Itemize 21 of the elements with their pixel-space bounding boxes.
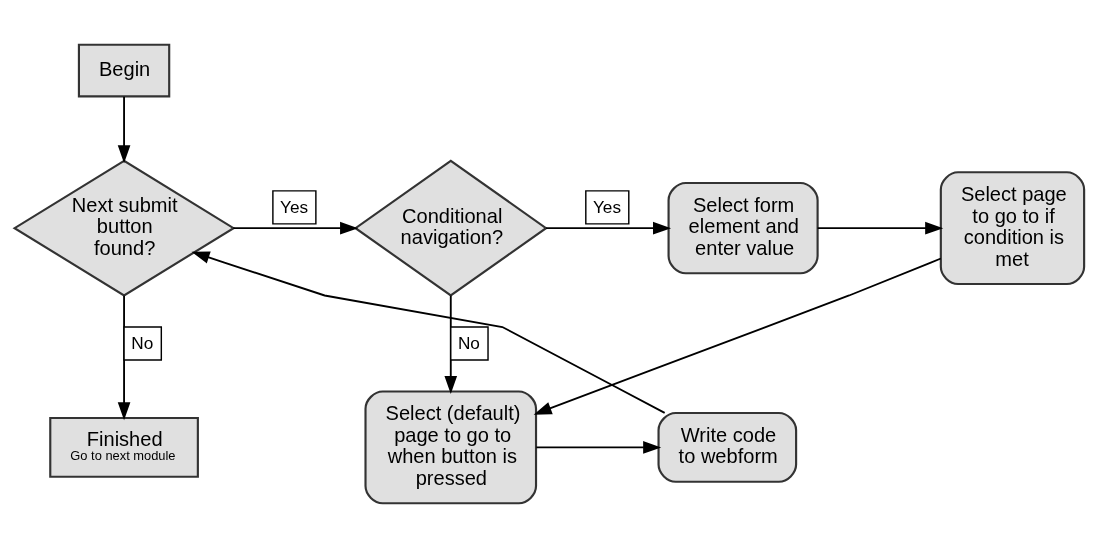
node-box: Select form element and enter value	[667, 181, 819, 275]
arrow	[444, 294, 458, 394]
arrow	[232, 221, 359, 235]
arrow	[533, 257, 942, 415]
arrow	[816, 221, 944, 235]
arrow	[535, 441, 662, 454]
node-box: Write code to webform	[657, 411, 798, 483]
arrow	[117, 95, 131, 164]
node-box: Select page to go to if condition is met	[939, 171, 1086, 286]
edge-label: No	[457, 332, 480, 353]
node-box: Finished Go to next module	[49, 416, 199, 478]
node-box: Select (default) page to go to when button is pressed	[364, 390, 538, 505]
edge-label: No	[131, 332, 154, 353]
node-diamond: Conditional navigation?	[353, 159, 548, 297]
node-diamond: Next submit button found?	[12, 159, 236, 297]
edge-label: Yes	[592, 196, 622, 217]
node-box: Begin	[77, 43, 171, 98]
arrow	[191, 251, 666, 414]
arrow	[117, 294, 131, 421]
arrow	[545, 221, 672, 235]
edge-label: Yes	[280, 196, 309, 217]
